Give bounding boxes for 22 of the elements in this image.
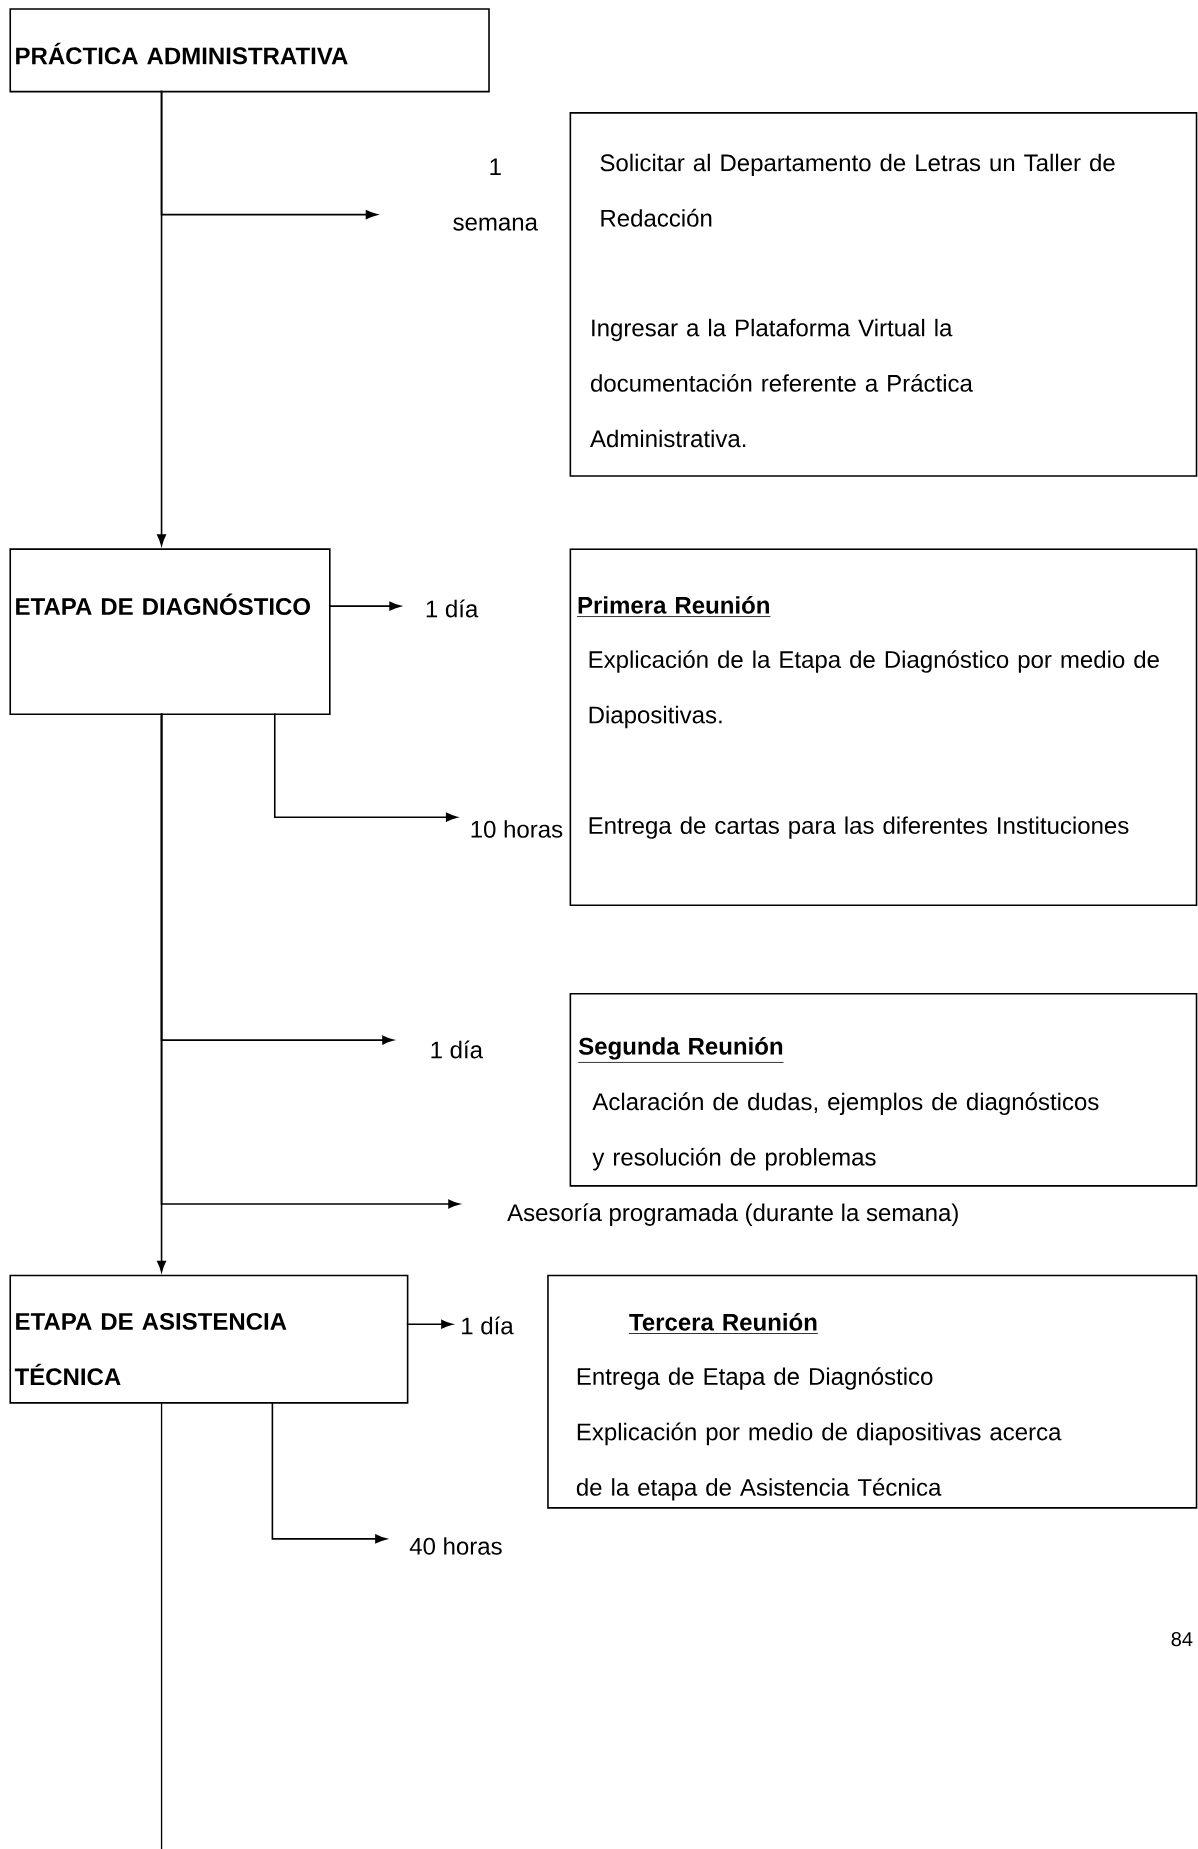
duration-label: 10 horas (471, 820, 563, 838)
arrow (328, 601, 401, 611)
step-text: Asesoría programada (durante la semana) (507, 1203, 958, 1226)
duration-label: 1 día (426, 599, 479, 618)
arrow (157, 90, 166, 546)
activity-box: Solicitar al Departamento de Letras un Taller de Redacción Ingresar a la Plataforma Virtual la documentación referente a Práctica Administrativa. (569, 112, 1198, 477)
activity-box: Segunda Reunión Aclaración de dudas, ejemplos de diagnósticos y resolución de problemas (569, 992, 1198, 1187)
duration-label: 1 día (462, 1316, 514, 1335)
stage-box: PRÁCTICA ADMINISTRATIVA (9, 8, 490, 93)
arrow (157, 712, 166, 1273)
step-text: 40 horas (409, 1537, 502, 1555)
arrow (273, 712, 458, 822)
page-number: 84 (1171, 1632, 1193, 1647)
duration-label: 1 semana (453, 158, 538, 231)
arrow (406, 1319, 453, 1329)
connector-line (160, 1401, 163, 1849)
duration-label: 1 día (431, 1040, 483, 1059)
activity-box: Tercera Reunión Entrega de Etapa de Diagnóstico Explicación por medio de diapositivas acerca de la etapa de Asistencia Técnica (547, 1274, 1198, 1509)
stage-box: ETAPA DE DIAGNÓSTICO (9, 548, 331, 716)
arrow (271, 1401, 387, 1544)
activity-box: Primera Reunión Explicación de la Etapa de Diagnóstico por medio de Diapositivas. Entrega de cartas para las diferentes Instituciones (569, 548, 1198, 907)
stage-box: ETAPA DE ASISTENCIA TÉCNICA (9, 1274, 409, 1404)
